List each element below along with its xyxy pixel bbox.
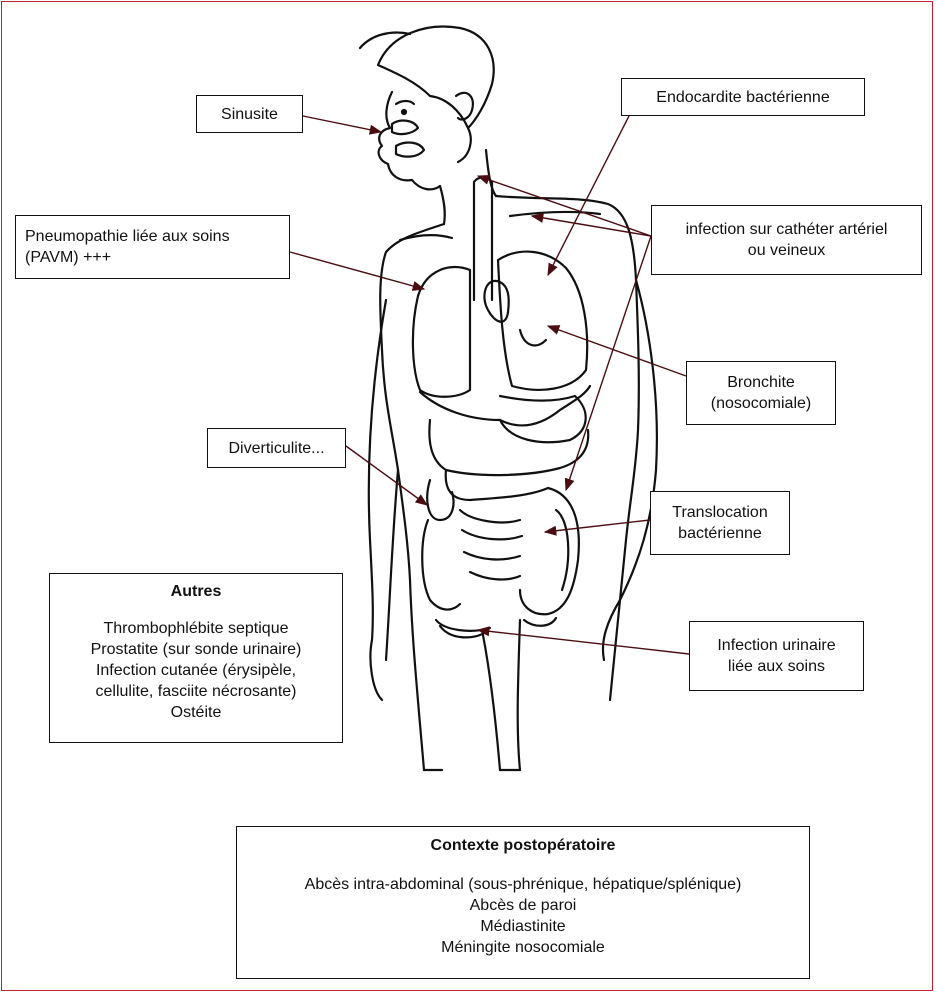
autres-item: cellulite, fasciite nécrosante) xyxy=(50,681,342,702)
postop-item: Méningite nosocomiale xyxy=(237,937,809,958)
label-catheter: infection sur cathéter artériel ou veine… xyxy=(651,205,922,275)
autres-item: Infection cutanée (érysipèle, xyxy=(50,660,342,681)
postop-item: Médiastinite xyxy=(237,916,809,937)
label-diverticulite: Diverticulite... xyxy=(207,428,346,468)
autres-box: Autres Thrombophlébite septique Prostati… xyxy=(49,573,343,743)
label-sinusite: Sinusite xyxy=(196,95,303,133)
autres-item: Prostatite (sur sonde urinaire) xyxy=(50,639,342,660)
label-urinaire: Infection urinaire liée aux soins xyxy=(689,621,864,691)
postop-box: Contexte postopératoire Abcès intra-abdo… xyxy=(236,826,810,979)
postop-title: Contexte postopératoire xyxy=(237,835,809,856)
label-bronchite-text: Bronchite (nosocomiale) xyxy=(711,372,811,414)
label-bronchite: Bronchite (nosocomiale) xyxy=(686,361,836,425)
autres-title: Autres xyxy=(50,581,342,602)
label-sinusite-text: Sinusite xyxy=(221,104,278,125)
label-translocation: Translocation bactérienne xyxy=(650,491,790,555)
autres-item: Ostéite xyxy=(50,702,342,723)
postop-item: Abcès de paroi xyxy=(237,895,809,916)
autres-item: Thrombophlébite septique xyxy=(50,618,342,639)
label-endocardite: Endocardite bactérienne xyxy=(621,78,865,116)
label-urinaire-text: Infection urinaire liée aux soins xyxy=(717,635,835,677)
label-catheter-text: infection sur cathéter artériel ou veine… xyxy=(686,219,888,261)
label-endocardite-text: Endocardite bactérienne xyxy=(656,87,829,108)
label-pneumopathie: Pneumopathie liée aux soins (PAVM) +++ xyxy=(15,215,290,279)
label-pneumopathie-text: Pneumopathie liée aux soins (PAVM) +++ xyxy=(25,226,230,268)
postop-item: Abcès intra-abdominal (sous-phrénique, h… xyxy=(237,874,809,895)
label-diverticulite-text: Diverticulite... xyxy=(228,438,324,459)
label-translocation-text: Translocation bactérienne xyxy=(672,502,767,544)
